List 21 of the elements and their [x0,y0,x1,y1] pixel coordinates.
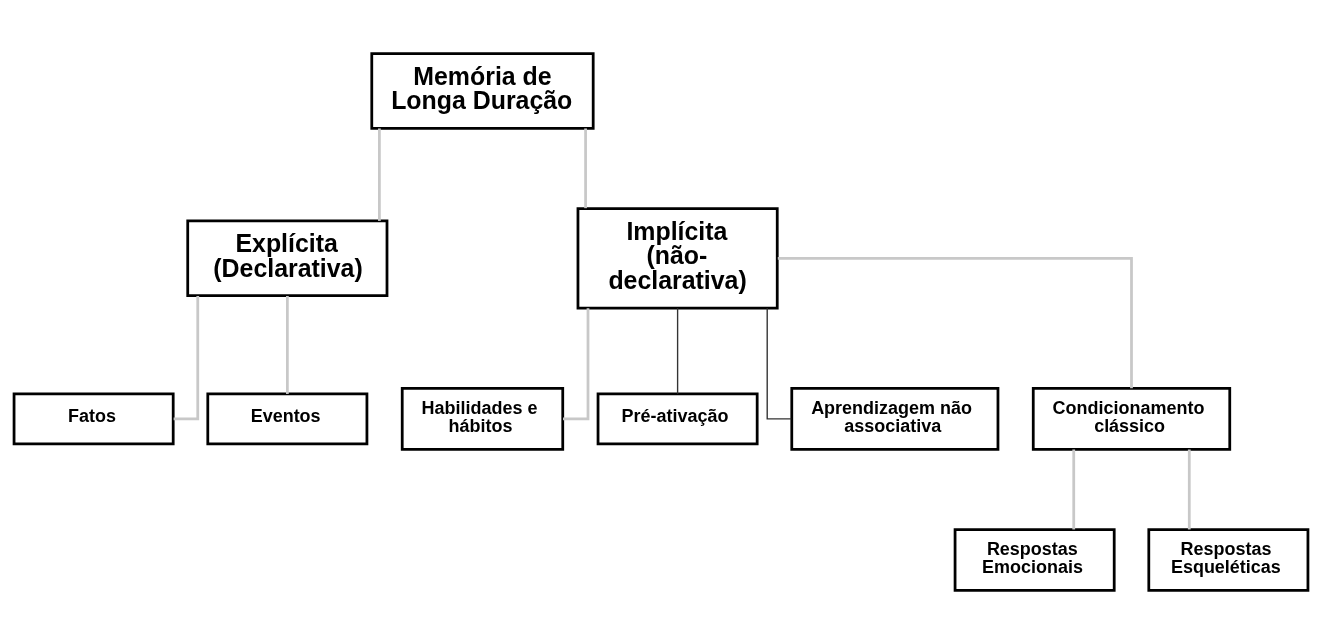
connector [584,127,587,208]
connector [378,127,381,221]
node-box: Fatos [12,392,175,445]
connector [1187,449,1191,529]
node-box: Respostas Esqueléticas [1147,527,1310,592]
node-box: Habilidades e hábitos [400,386,565,451]
connector [563,307,590,420]
node-box: Pré-ativação [596,392,759,445]
node-box: Implícita (não-declarativa) [576,206,779,310]
connector [676,307,679,394]
connector [173,295,200,420]
connector [1072,449,1076,529]
node-box: Eventos [206,392,369,445]
node-box: Condicionamento clássico [1031,386,1232,451]
connector [766,307,792,420]
node-box: Respostas Emocionais [953,527,1116,592]
node-box: Aprendizagem não associativa [790,386,1000,451]
connector [777,256,1133,388]
connector [285,295,289,394]
node-box: Memória de Longa Duração [370,51,595,130]
node-box: Explícita (Declarativa) [186,219,389,297]
